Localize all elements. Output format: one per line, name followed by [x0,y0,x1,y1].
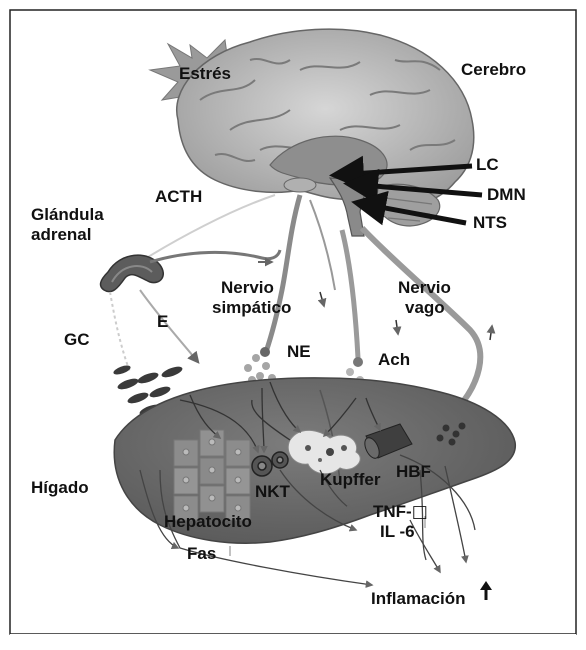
ach-nerve-terminal [353,357,363,367]
label-dmn: DMN [487,185,526,205]
label-nkt: NKT [255,482,290,502]
label-cerebro: Cerebro [461,60,526,80]
hepatocyte-cells [174,430,250,520]
label-inflamacion: Inflamación [371,589,465,609]
label-adrenal: adrenal [31,225,91,245]
bottom-strip [10,634,576,645]
label-nervio-vago-1: Nervio [398,278,451,298]
label-glandula: Glándula [31,205,104,225]
label-nervio-vago-2: vago [405,298,445,318]
label-nervio-simpatico-1: Nervio [221,278,274,298]
tnf-text: TNF- [373,502,412,521]
label-fas: Fas [187,544,216,564]
label-e: E [157,312,168,332]
label-tnf: TNF-□ [373,502,428,522]
label-kupffer: Kupffer [320,470,380,490]
label-hbf: HBF [396,462,431,482]
ne-nerve-terminal [260,347,270,357]
label-gc: GC [64,330,90,350]
tnf-glyph: □ [412,502,428,522]
label-nts: NTS [473,213,507,233]
label-il6: IL -6 [380,522,415,542]
label-hepatocito: Hepatocito [164,512,252,532]
label-acth: ACTH [155,187,202,207]
label-estres: Estrés [179,64,231,84]
label-ach: Ach [378,350,410,370]
label-higado: Hígado [31,478,89,498]
label-lc: LC [476,155,499,175]
label-ne: NE [287,342,311,362]
label-nervio-simpatico-2: simpático [212,298,291,318]
